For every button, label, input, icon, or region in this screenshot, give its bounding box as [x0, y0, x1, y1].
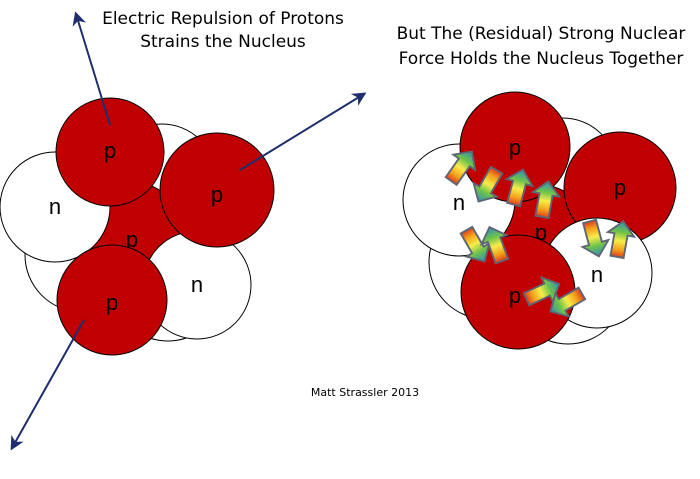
proton-top — [55, 97, 165, 207]
repulsion-arrow-right — [239, 92, 367, 171]
proton-hidden-label: p — [126, 227, 138, 252]
neutron-left-label: n — [453, 190, 465, 215]
proton-top-label: p — [104, 138, 116, 163]
proton-bottom-label: p — [106, 290, 118, 315]
repulsion-arrow-down — [10, 319, 85, 451]
right-title-line2: Force Holds the Nucleus Together — [398, 49, 684, 69]
neutron-bottom-right-label: n — [591, 262, 603, 287]
neutron-left-label: n — [49, 194, 61, 219]
left-title-line1: Electric Repulsion of Protons — [102, 9, 344, 29]
neutron-bottom-right-label: n — [191, 272, 203, 297]
proton-right-label: p — [614, 175, 626, 200]
repulsion-arrow-up — [72, 11, 111, 126]
right-title-line1: But The (Residual) Strong Nuclear — [396, 24, 686, 44]
left-title-line2: Strains the Nucleus — [140, 32, 306, 52]
proton-right — [159, 132, 275, 248]
left-nucleus: p n p n p p — [0, 11, 367, 451]
right-nucleus: p n p p n p — [402, 91, 677, 350]
proton-right-label: p — [211, 182, 223, 207]
proton-top-label: p — [509, 135, 521, 160]
proton-bottom — [56, 244, 168, 356]
left-title: Electric Repulsion of Protons Strains th… — [78, 8, 368, 54]
credit-text: Matt Strassler 2013 — [310, 386, 420, 399]
proton-bottom-label: p — [509, 283, 521, 308]
right-title: But The (Residual) Strong Nuclear Force … — [385, 22, 697, 72]
